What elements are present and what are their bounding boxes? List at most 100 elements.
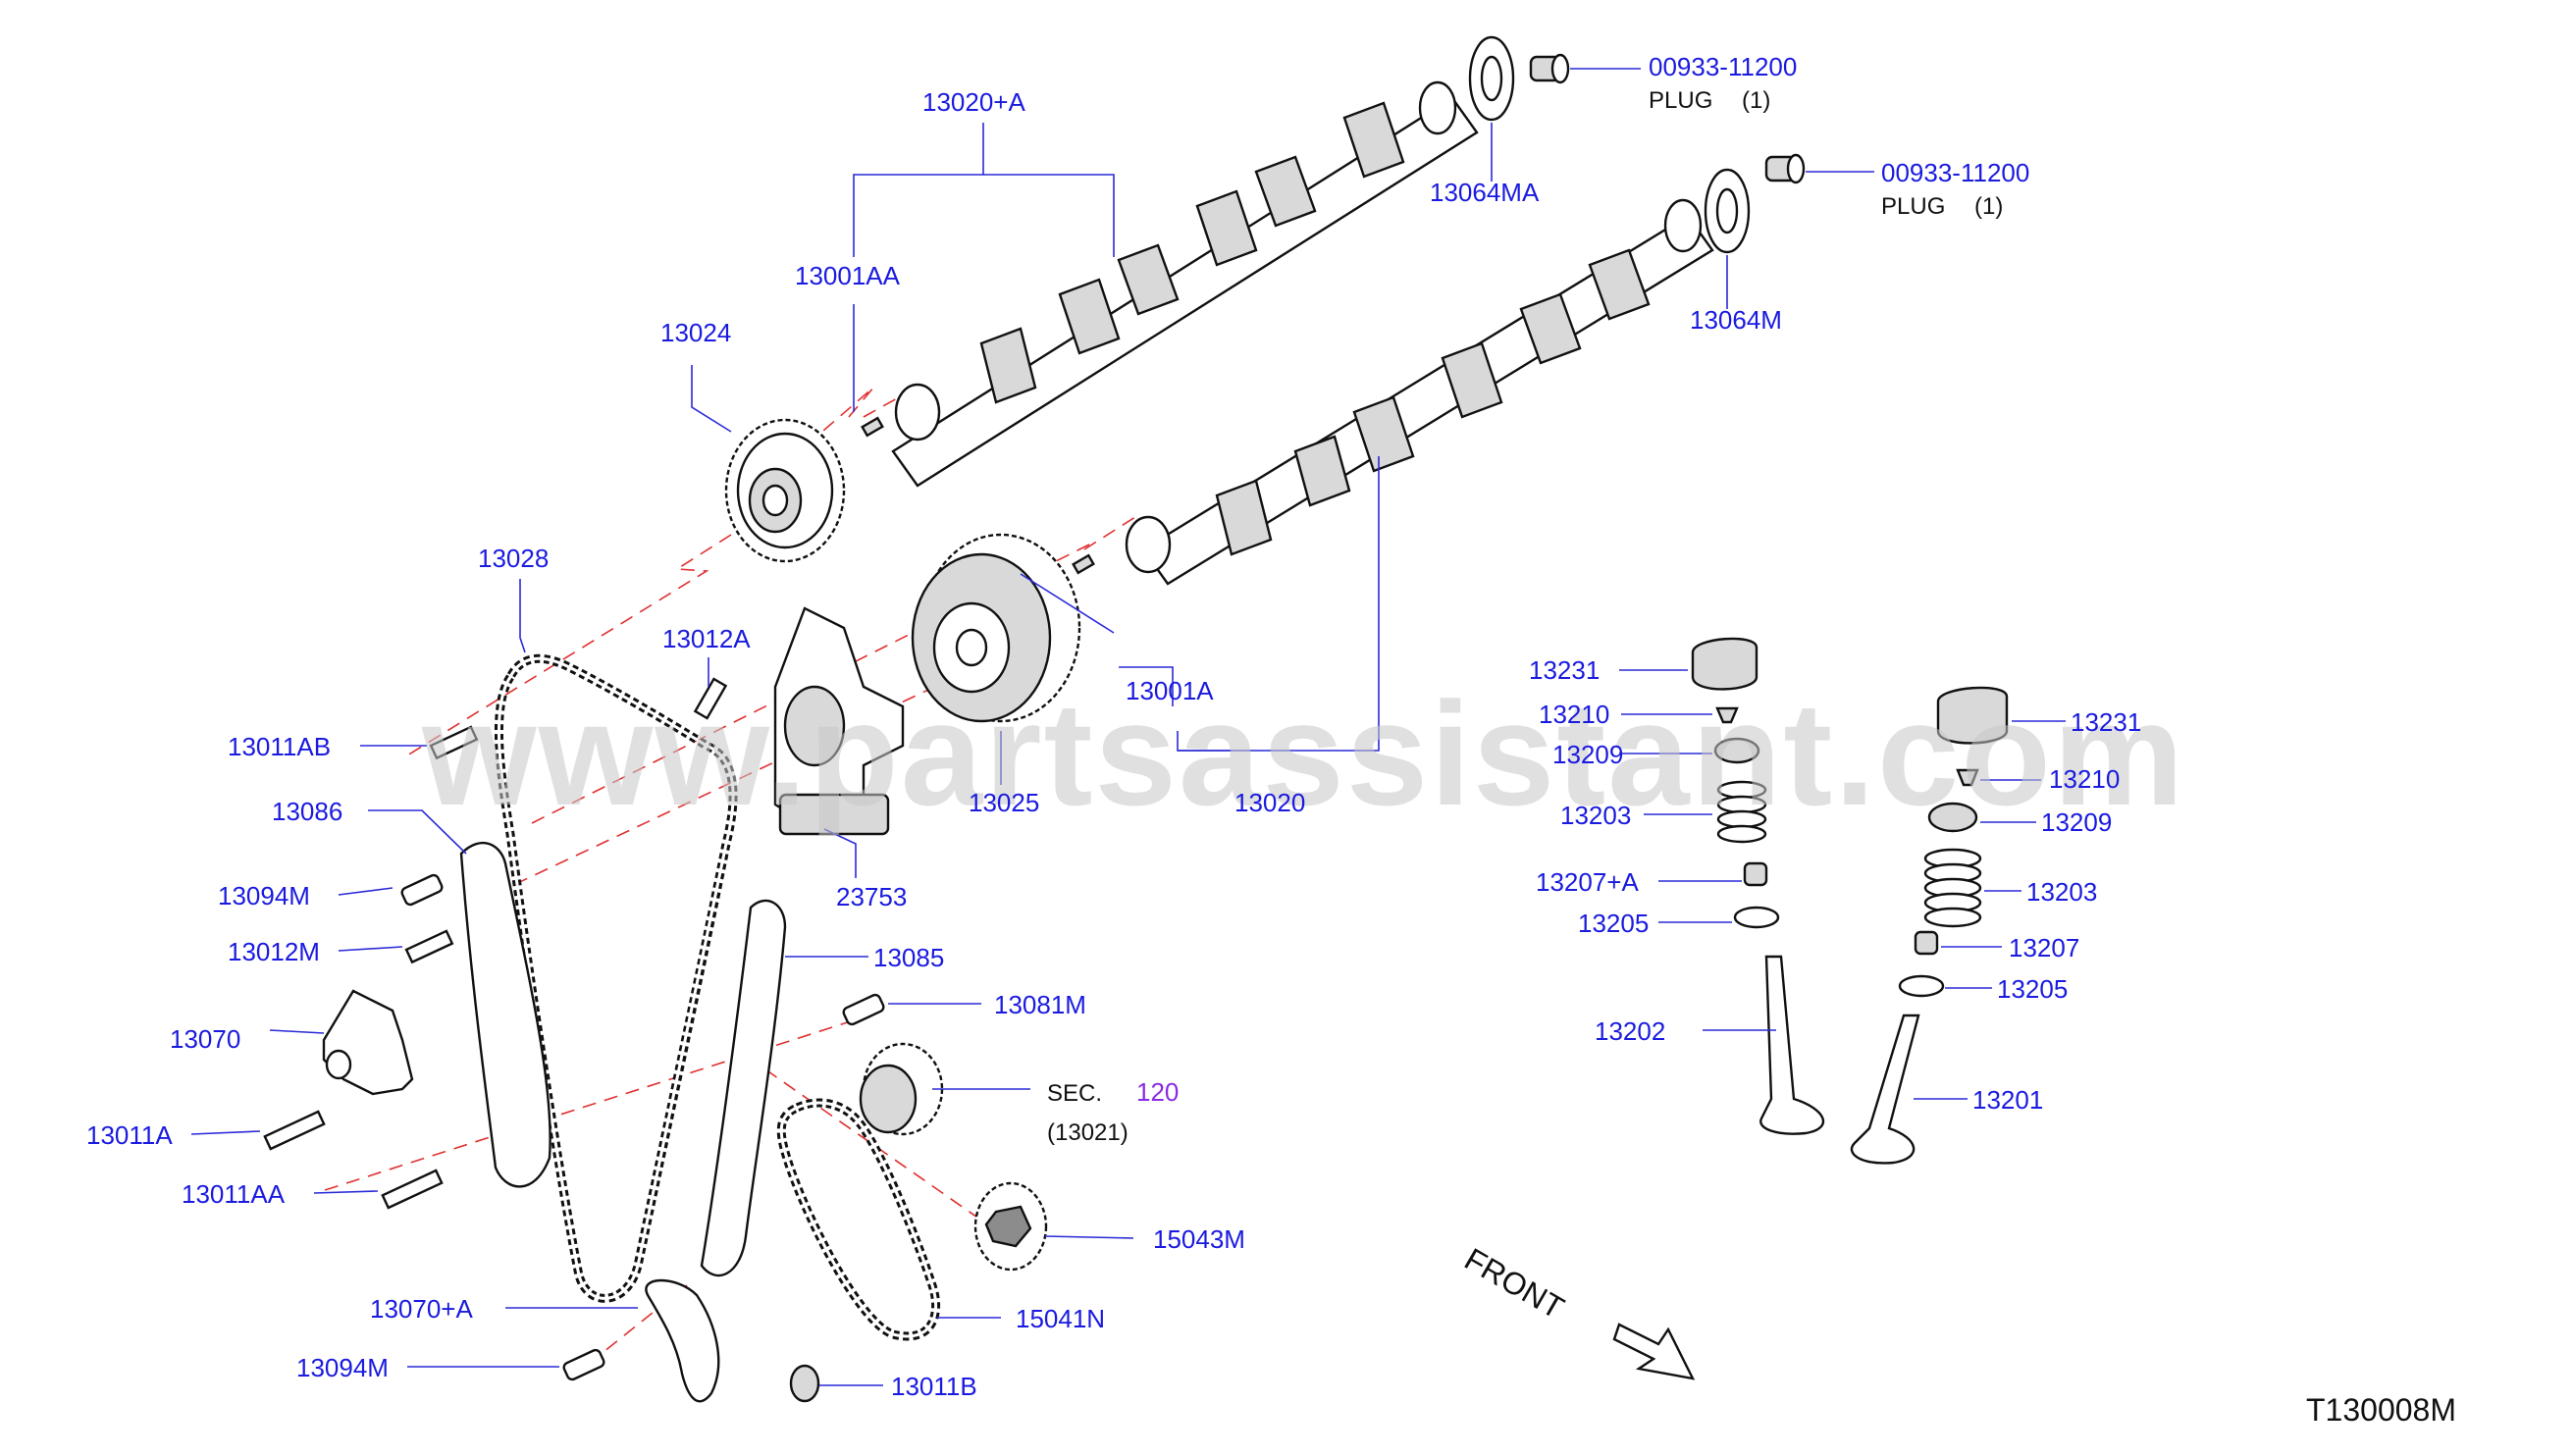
label-13203-left[interactable]: 13203 bbox=[1560, 801, 1631, 830]
label-13205-right[interactable]: 13205 bbox=[1997, 974, 2068, 1004]
bolt-13012M bbox=[404, 929, 454, 964]
label-13011AA[interactable]: 13011AA bbox=[182, 1179, 286, 1209]
valve-keeper-13210-right bbox=[1956, 768, 1979, 787]
label-13025[interactable]: 13025 bbox=[969, 788, 1039, 817]
timing-chain-13028[interactable] bbox=[495, 653, 738, 1303]
front-label: FRONT bbox=[1459, 1241, 1570, 1326]
label-13201[interactable]: 13201 bbox=[1972, 1085, 2043, 1115]
intake-valve-13201 bbox=[1850, 1014, 1920, 1165]
label-13011A[interactable]: 13011A bbox=[86, 1120, 173, 1150]
camshaft-exhaust[interactable] bbox=[1072, 198, 1714, 586]
leader-lines bbox=[190, 68, 2066, 1386]
valve-keeper-13210-left bbox=[1715, 706, 1739, 724]
valve-seal-13207A bbox=[1743, 861, 1768, 887]
valve-seal-13207 bbox=[1914, 930, 1939, 956]
label-15043M[interactable]: 15043M bbox=[1153, 1224, 1245, 1254]
label-13064MA[interactable]: 13064MA bbox=[1430, 178, 1540, 207]
nut-13011B[interactable] bbox=[789, 1364, 820, 1403]
chain-tensioner-13070[interactable] bbox=[322, 989, 414, 1096]
spring-retainer-13209-right bbox=[1927, 802, 1978, 833]
label-13070[interactable]: 13070 bbox=[170, 1024, 240, 1054]
oil-pump-sprocket-15043M[interactable] bbox=[973, 1181, 1048, 1272]
label-plug-lower-qty: (1) bbox=[1974, 193, 2003, 220]
label-sec-prefix: SEC. bbox=[1047, 1080, 1102, 1107]
label-13012A[interactable]: 13012A bbox=[662, 624, 751, 653]
label-13064M[interactable]: 13064M bbox=[1690, 305, 1782, 335]
label-13207[interactable]: 13207 bbox=[2009, 933, 2079, 962]
label-15041N[interactable]: 15041N bbox=[1016, 1304, 1105, 1333]
bolt-13012A bbox=[693, 677, 728, 720]
pin-13081M bbox=[842, 993, 885, 1026]
chain-guide-13086[interactable] bbox=[459, 842, 551, 1188]
label-13070A[interactable]: 13070+A bbox=[370, 1294, 473, 1324]
chain-guide-13085[interactable] bbox=[700, 899, 787, 1277]
label-plug-upper-desc: PLUG bbox=[1649, 87, 1712, 114]
valve-spring-13203-right bbox=[1923, 848, 1982, 928]
label-13020[interactable]: 13020 bbox=[1234, 788, 1305, 817]
link-sec-120[interactable]: 120 bbox=[1136, 1077, 1179, 1107]
diagram-code: T130008M bbox=[2306, 1392, 2456, 1428]
camshaft-lobes-lower bbox=[1215, 248, 1651, 556]
label-13086[interactable]: 13086 bbox=[272, 797, 342, 826]
tensioner-arm-13070A[interactable] bbox=[645, 1278, 720, 1403]
crankshaft-sprocket[interactable] bbox=[859, 1042, 944, 1136]
label-13094M-upper[interactable]: 13094M bbox=[218, 881, 310, 910]
solenoid-valve-23753[interactable] bbox=[773, 606, 905, 836]
label-13209-right[interactable]: 13209 bbox=[2041, 807, 2112, 837]
bolt-13011AB bbox=[429, 725, 479, 760]
camshaft-sprocket-13024[interactable] bbox=[724, 418, 846, 563]
label-sec-sub: (13021) bbox=[1047, 1119, 1129, 1146]
watermark: www.partsassistant.com bbox=[421, 671, 2185, 836]
front-indicator: FRONT bbox=[1459, 1241, 1696, 1380]
label-13231-left[interactable]: 13231 bbox=[1529, 655, 1600, 685]
label-13028[interactable]: 13028 bbox=[478, 544, 549, 573]
label-13202[interactable]: 13202 bbox=[1595, 1016, 1665, 1046]
valve-train-left bbox=[1691, 637, 1825, 1135]
label-plug-upper-number[interactable]: 00933-11200 bbox=[1649, 52, 1797, 81]
label-13203-right[interactable]: 13203 bbox=[2026, 877, 2097, 907]
spring-seat-13205-left bbox=[1733, 906, 1780, 929]
sensor-plate-lower[interactable] bbox=[1704, 168, 1751, 254]
plug-lower[interactable] bbox=[1764, 153, 1806, 184]
label-13205-left[interactable]: 13205 bbox=[1578, 909, 1649, 938]
plug-upper[interactable] bbox=[1529, 53, 1570, 84]
label-13210-left[interactable]: 13210 bbox=[1539, 700, 1609, 729]
label-13011B[interactable]: 13011B bbox=[891, 1372, 977, 1401]
bolt-13011A bbox=[263, 1110, 326, 1151]
valve-lifter-13231-left bbox=[1691, 637, 1758, 691]
spring-retainer-13209-left bbox=[1713, 737, 1760, 764]
bolts bbox=[263, 677, 885, 1381]
valve-train-right bbox=[1850, 686, 2009, 1165]
label-13011AB[interactable]: 13011AB bbox=[228, 732, 331, 761]
pin-13094M-lower bbox=[562, 1348, 605, 1381]
pin-13094M-upper bbox=[400, 873, 444, 907]
vtc-sprocket-13025[interactable] bbox=[911, 533, 1081, 723]
oil-pump-chain-15041N[interactable] bbox=[776, 1098, 941, 1341]
label-13020A[interactable]: 13020+A bbox=[922, 87, 1025, 117]
camshaft-intake[interactable] bbox=[861, 80, 1479, 488]
label-13210-right[interactable]: 13210 bbox=[2049, 764, 2120, 794]
label-plug-lower-desc: PLUG bbox=[1881, 193, 1945, 220]
dowel-pin-upper bbox=[861, 416, 884, 438]
exhaust-valve-13202 bbox=[1759, 955, 1825, 1135]
label-13001AA[interactable]: 13001AA bbox=[795, 261, 901, 290]
camshaft-lobes-upper bbox=[979, 101, 1405, 404]
spring-seat-13205-right bbox=[1898, 974, 1945, 998]
sensor-plate-upper[interactable] bbox=[1468, 35, 1515, 122]
label-13085[interactable]: 13085 bbox=[873, 943, 944, 972]
label-13207A[interactable]: 13207+A bbox=[1536, 867, 1639, 897]
label-13231-right[interactable]: 13231 bbox=[2071, 707, 2141, 737]
label-13001A[interactable]: 13001A bbox=[1126, 676, 1214, 705]
label-13012M[interactable]: 13012M bbox=[228, 937, 320, 966]
label-13081M[interactable]: 13081M bbox=[994, 990, 1086, 1019]
part-labels: 13020+A 13001AA 13024 13028 13012A 13011… bbox=[86, 52, 2141, 1401]
label-13209-left[interactable]: 13209 bbox=[1552, 740, 1623, 769]
bolt-13011AA bbox=[381, 1169, 444, 1210]
dowel-pin-lower bbox=[1072, 553, 1095, 575]
label-13024[interactable]: 13024 bbox=[660, 318, 731, 347]
label-13094M-lower[interactable]: 13094M bbox=[296, 1353, 389, 1382]
label-plug-lower-number[interactable]: 00933-11200 bbox=[1881, 158, 2029, 187]
label-23753[interactable]: 23753 bbox=[836, 882, 907, 911]
label-plug-upper-qty: (1) bbox=[1742, 87, 1770, 114]
